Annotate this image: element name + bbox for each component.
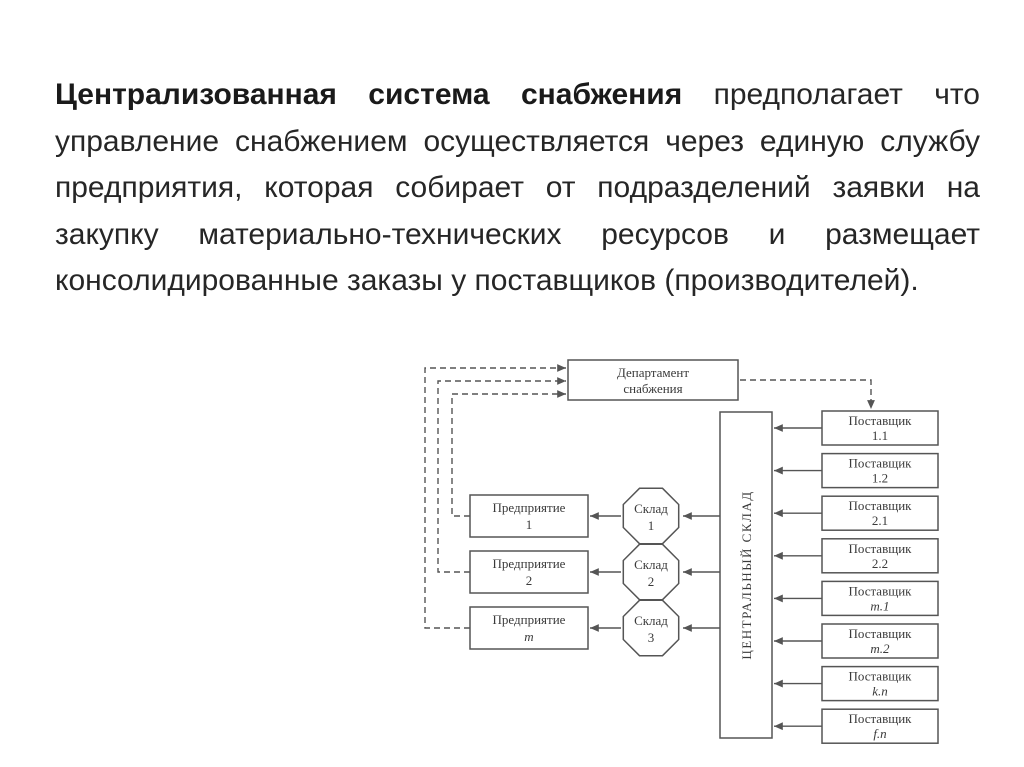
warehouse-label: Склад [634,557,668,572]
supplier-label: Поставщик [848,711,912,726]
intro-term: Централизованная система снабжения [55,78,683,111]
warehouse-number: 2 [648,574,655,589]
enterprise-box: Предприятие 2 [469,550,589,594]
warehouse-octagon: Склад 1 [622,487,680,545]
supplier-label: Поставщик [848,498,912,513]
enterprise-label: Предприятие [493,556,566,571]
enterprise-label: Предприятие [493,612,566,627]
enterprise-box: Предприятие 1 [469,494,589,538]
intro-paragraph: Централизованная система снабжения предп… [55,72,980,305]
enterprise-number: m [524,629,533,644]
supplier-label: Поставщик [848,669,912,684]
info-flow-arrow [424,364,566,629]
warehouse-number: 1 [648,518,655,533]
supplier-number: 1.1 [872,428,888,443]
info-flow-arrow [437,377,566,573]
enterprise-number: 2 [526,573,533,588]
warehouse-octagon: Склад 2 [622,543,680,601]
warehouse-label: Склад [634,613,668,628]
department-label-line1: Департамент [617,365,689,380]
supplier-label: Поставщик [848,626,912,641]
enterprise-box: Предприятие m [469,606,589,650]
supplier-number: f.n [873,726,886,741]
central-warehouse-label: ЦЕНТРАЛЬНЫЙ СКЛАД [739,490,754,659]
supplier-number: m.2 [870,641,890,656]
supplier-number: 2.2 [872,556,888,571]
enterprise-label: Предприятие [493,500,566,515]
info-flow-arrow [740,379,875,409]
central-warehouse-box: ЦЕНТРАЛЬНЫЙ СКЛАД [719,411,773,739]
supplier-label: Поставщик [848,541,912,556]
warehouse-number: 3 [648,630,655,645]
intro-text: предполагает что управление снабжением о… [55,78,980,297]
supplier-label: Поставщик [848,456,912,471]
supplier-number: 1.2 [872,471,888,486]
warehouse-octagon: Склад 3 [622,599,680,657]
department-label-line2: снабжения [623,381,682,396]
enterprise-number: 1 [526,517,533,532]
supplier-label: Поставщик [848,413,912,428]
supplier-label: Поставщик [848,583,912,598]
supplier-number: 2.1 [872,513,888,528]
supplier-number: k.n [872,684,888,699]
supplier-number: m.1 [870,598,889,613]
department-box: Департамент снабжения [567,359,739,401]
warehouse-label: Склад [634,501,668,516]
